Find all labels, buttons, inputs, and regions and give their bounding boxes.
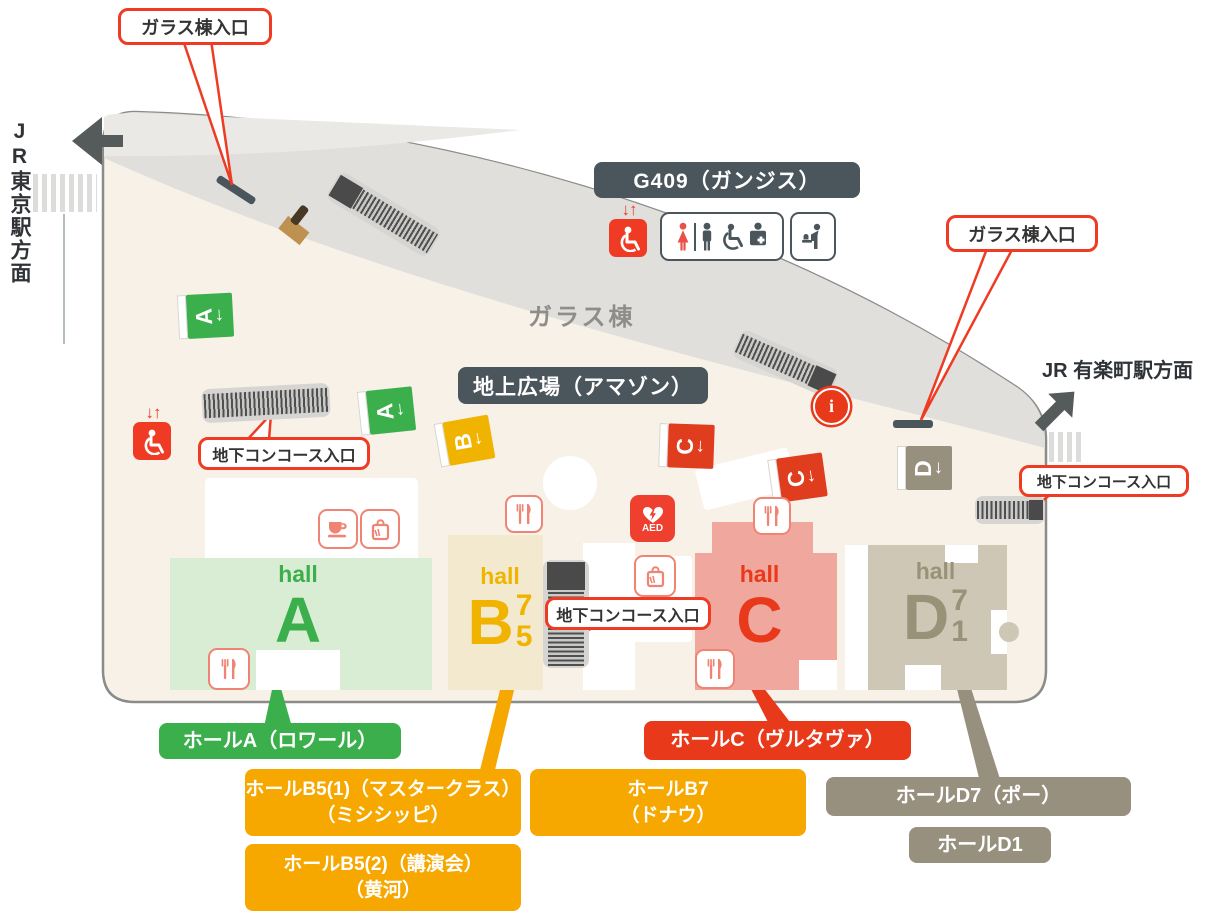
- glass-entrance-bar-left: [216, 175, 256, 205]
- down-arrow-icon: ↓: [933, 457, 944, 478]
- hall-c-letter: C: [736, 584, 783, 656]
- wheelchair-icon: [609, 219, 647, 257]
- glass-entrance-bar-right: [893, 420, 933, 428]
- sign-letter: D: [909, 459, 936, 477]
- legend-hall-a: ホールA（ロワール）: [159, 723, 401, 759]
- station-direction-right: JR 有楽町駅方面: [1042, 360, 1194, 382]
- legend-hall-b5-1: ホールB5(1)（マスタークラス） （ミシシッピ）: [245, 769, 521, 836]
- station-direction-left: JR東京駅方面: [8, 120, 31, 285]
- callout-concourse-entrance-left: 地下コンコース入口: [198, 437, 370, 470]
- legend-line: ホールB7: [627, 778, 709, 800]
- hall-c-direction-sign: C↓: [767, 452, 828, 504]
- hall-b-letter: B: [467, 586, 514, 658]
- elevator-icon: ↓↑: [609, 201, 649, 257]
- hall-c-direction-sign: C↓: [658, 423, 715, 469]
- hall-b-num-5: 5: [515, 620, 533, 653]
- hall-c-word: hall: [739, 561, 780, 587]
- callout-glass-entrance-left: ガラス棟入口: [118, 8, 272, 45]
- hall-d-num-1: 1: [951, 615, 968, 648]
- info-icon: i: [813, 388, 850, 425]
- hall-d-puzzle-bump: [999, 622, 1019, 642]
- legend-hall-b7: ホールB7 （ドナウ）: [530, 769, 806, 836]
- escalator-icon: [975, 496, 1045, 524]
- legend-line: ホールB5(2)（講演会）: [283, 853, 483, 875]
- hall-a-word: hall: [278, 561, 318, 587]
- crosswalk-left: [33, 174, 97, 212]
- shop-icon: [360, 509, 400, 549]
- hall-b-title: hall B 7 5: [455, 563, 545, 658]
- hall-a-title: hall A: [250, 561, 346, 656]
- hall-a-letter: A: [274, 584, 322, 656]
- hall-b-num-7: 7: [515, 588, 533, 622]
- room-g409-badge: G409（ガンジス）: [594, 162, 860, 198]
- wheelchair-icon: [723, 223, 743, 250]
- aed-label: AED: [641, 522, 664, 534]
- hall-a-notch: [256, 650, 340, 690]
- elevator-icon: ↓↑: [133, 404, 173, 460]
- legend-line: （ミシシッピ）: [316, 804, 450, 826]
- female-icon: [677, 222, 689, 250]
- glass-building-label: ガラス棟: [528, 304, 636, 331]
- callout-concourse-entrance-right: 地下コンコース入口: [1019, 465, 1189, 497]
- escalator-icon: [201, 382, 331, 424]
- hall-d-num-7: 7: [951, 583, 968, 617]
- hall-c-title: hall C: [712, 561, 807, 656]
- hall-b-word: hall: [480, 563, 520, 589]
- male-icon: [702, 222, 712, 250]
- elevator-arrows: ↓↑: [621, 200, 638, 219]
- glass-band-highlight: [104, 113, 520, 157]
- legend-hall-b5-2: ホールB5(2)（講演会） （黄河）: [245, 844, 521, 911]
- hall-d-word: hall: [915, 558, 956, 584]
- hall-a-direction-sign: A↓: [176, 292, 235, 340]
- shop-icon: [634, 555, 676, 597]
- divider: [694, 222, 696, 251]
- restaurant-icon: [208, 648, 250, 690]
- legend-hall-c: ホールC（ヴルタヴァ）: [644, 721, 911, 760]
- statue-icon: [278, 205, 310, 246]
- hall-d-letter: D: [903, 581, 950, 653]
- hall-d-notch-bottom: [905, 665, 941, 690]
- hall-b-direction-sign: B↓: [433, 414, 496, 468]
- sign-letter: A: [370, 401, 399, 421]
- hall-d-direction-sign: D↓: [897, 446, 952, 490]
- legend-hall-d1: ホールD1: [909, 827, 1051, 863]
- sign-letter: C: [671, 437, 699, 455]
- sign-pole: [897, 446, 906, 490]
- restaurant-icon: [505, 495, 543, 533]
- baby-changing-sign: [790, 212, 836, 261]
- hall-c-notch: [799, 660, 837, 690]
- callout-glass-entrance-right: ガラス棟入口: [946, 215, 1098, 252]
- legend-line: （ドナウ）: [620, 804, 716, 826]
- legend-line: （黄河）: [344, 879, 421, 901]
- arrow-upright-icon: [1034, 391, 1075, 432]
- callout-concourse-entrance-center: 地下コンコース入口: [545, 597, 711, 630]
- arrow-left-icon: [72, 117, 123, 165]
- plaza-badge: 地上広場（アマゾン）: [458, 367, 708, 404]
- crosswalk-right: [1049, 432, 1085, 462]
- elevator-arrows: ↓↑: [145, 403, 162, 422]
- cafe-icon: [318, 509, 358, 549]
- legend-hall-d7: ホールD7（ポー）: [826, 777, 1131, 816]
- sign-letter: A: [190, 307, 218, 326]
- wheelchair-icon: [133, 422, 171, 460]
- legend-line: ホールB5(1)（マスタークラス）: [245, 778, 521, 800]
- hall-d-title: hall D 7 1: [888, 558, 983, 653]
- baby-changing-icon: [802, 223, 821, 249]
- sign-letter: B: [448, 430, 478, 452]
- restaurant-icon: [753, 497, 791, 535]
- hall-d-notch-top: [945, 545, 978, 563]
- hall-a-direction-sign: A↓: [356, 386, 417, 436]
- restaurant-icon: [695, 649, 735, 689]
- aed-icon: AED: [630, 495, 675, 542]
- restroom-sign: [660, 212, 784, 261]
- hall-b-area: [448, 535, 543, 690]
- sign-letter: C: [781, 468, 810, 489]
- multipurpose-icon: [750, 222, 766, 245]
